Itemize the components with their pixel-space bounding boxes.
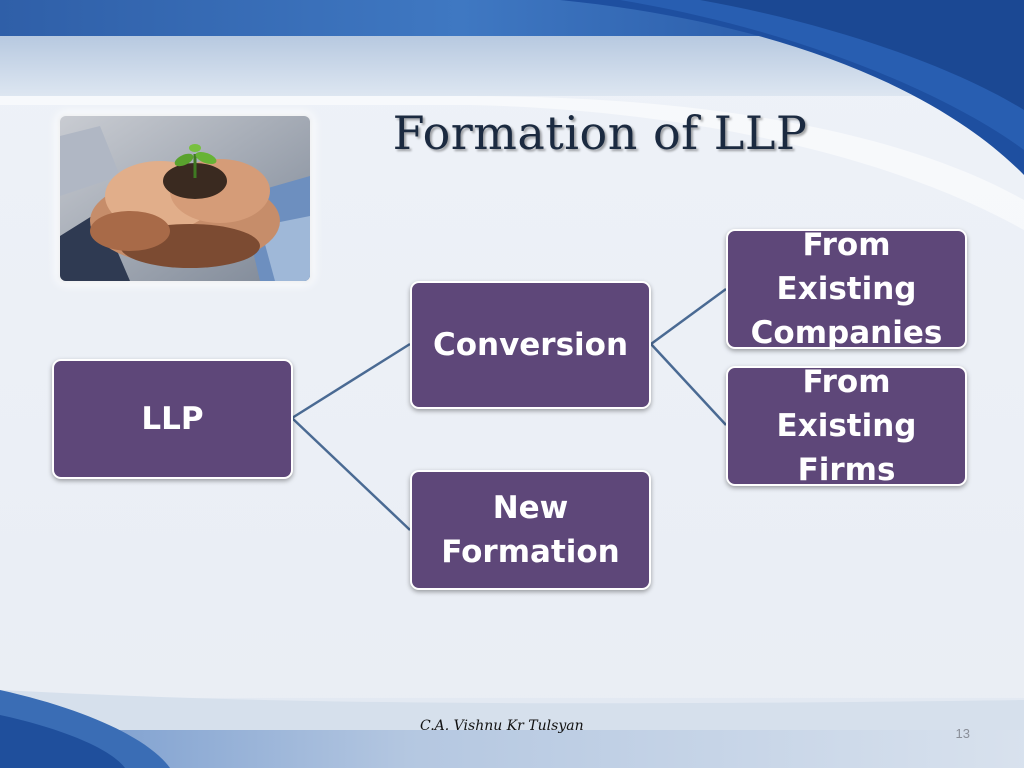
node-from-existing-firms-label: From Existing Firms — [776, 364, 917, 488]
node-from-existing-companies: From Existing Companies — [726, 227, 967, 351]
node-conversion-label: Conversion — [432, 327, 629, 363]
node-new-formation: New Formation — [410, 470, 651, 590]
node-conversion: Conversion — [410, 281, 651, 409]
hands-holding-seedling-photo — [60, 116, 310, 281]
connector-llp-conversion — [291, 342, 411, 420]
node-llp-label: LLP — [141, 401, 204, 437]
connector-llp-new-formation — [291, 417, 411, 531]
connector-conversion-companies — [650, 287, 727, 346]
node-from-existing-companies-label: From Existing Companies — [750, 227, 943, 351]
page-number: 13 — [955, 726, 970, 741]
connector-conversion-firms — [650, 343, 727, 426]
photo-illustration — [60, 116, 310, 281]
node-new-formation-label: New Formation — [441, 490, 620, 570]
node-llp: LLP — [52, 359, 293, 479]
author-signature: C.A. Vishnu Kr Tulsyan — [420, 718, 584, 734]
slide-title: Formation of LLP — [392, 106, 808, 160]
node-from-existing-firms: From Existing Firms — [726, 364, 967, 488]
